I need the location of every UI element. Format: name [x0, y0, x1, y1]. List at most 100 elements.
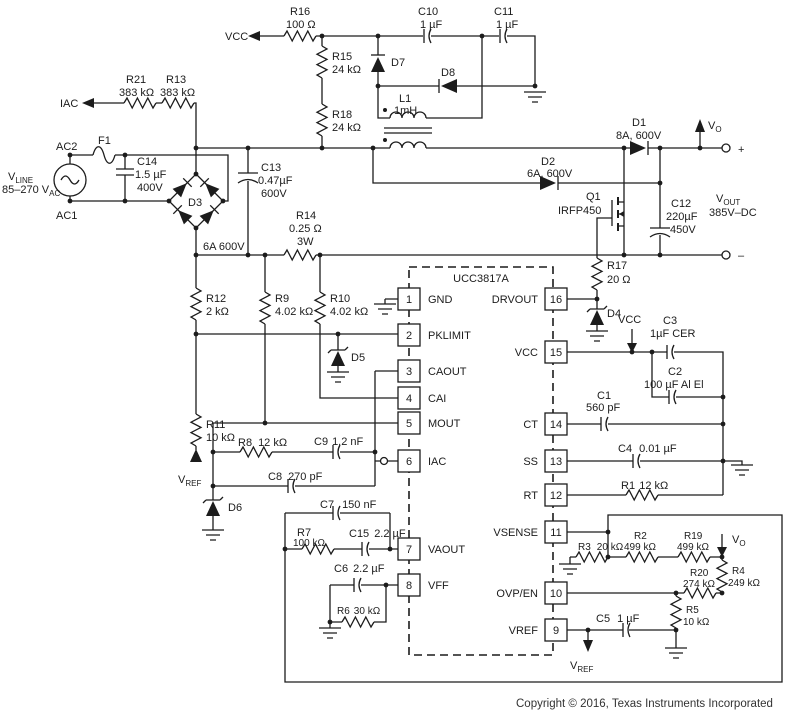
zener-D4: D4	[586, 305, 621, 325]
output-terminals: VO + – VOUT 385V–DC	[695, 119, 757, 262]
r16-ref: R16	[290, 6, 310, 18]
r11-value: 10 kΩ	[206, 432, 235, 444]
resistor-R4: R4 249 kΩ	[716, 559, 760, 593]
diode-D8: D8	[438, 67, 457, 93]
r21-ref: R21	[126, 74, 146, 86]
pin14-name: CT	[523, 419, 538, 431]
r17-ref: R17	[607, 260, 627, 272]
vcc-mid-arrow-icon	[627, 343, 637, 353]
r15-ref: R15	[332, 51, 352, 63]
d4-label: D4	[607, 308, 621, 320]
pin7-name: VAOUT	[428, 544, 465, 556]
c13-ref: C13	[261, 162, 281, 174]
port-vo-mid: VO	[717, 534, 746, 557]
pin2-num: 2	[406, 330, 412, 342]
r14-value: 0.25 Ω	[289, 223, 322, 235]
d2-rating: 6A, 600V	[527, 168, 573, 180]
c2-ref: C2	[668, 366, 682, 378]
resistor-R16: R16 100 Ω	[283, 6, 317, 42]
resistor-R14: R14 0.25 Ω 3W	[283, 210, 322, 261]
pin12-num: 12	[550, 490, 562, 502]
vref-down-arrow-icon	[583, 640, 593, 652]
resistor-R12: R12 2 kΩ	[190, 287, 229, 321]
c1-value: 560 pF	[586, 402, 621, 414]
c11-value: 1 µF	[496, 19, 519, 31]
c14-rating: 400V	[137, 182, 163, 194]
pin8-num: 8	[406, 580, 412, 592]
r10-value: 4.02 kΩ	[330, 306, 368, 318]
r5-ref: R5	[686, 605, 699, 616]
pin1-num: 1	[406, 294, 412, 306]
pin-12-rt: 12 RT	[524, 483, 568, 507]
ac-source: AC2 AC1 VLINE 85–270 VAC	[2, 141, 87, 222]
resistor-R11: R11 10 kΩ	[190, 413, 235, 447]
c1-ref: C1	[597, 390, 611, 402]
d6-label: D6	[228, 502, 242, 514]
pin5-num: 5	[406, 418, 412, 430]
pin3-name: CAOUT	[428, 366, 467, 378]
pin13-name: SS	[523, 456, 538, 468]
port-vref-left: VREF	[178, 449, 202, 488]
pin5-name: MOUT	[428, 418, 461, 430]
r20-value: 274 kΩ	[683, 579, 715, 590]
r9-value: 4.02 kΩ	[275, 306, 313, 318]
r7-ref: R7	[297, 527, 311, 539]
r13-ref: R13	[166, 74, 186, 86]
pin6-name: IAC	[428, 456, 446, 468]
resistor-R10: R10 4.02 kΩ	[314, 291, 368, 325]
zener-D5: D5	[327, 346, 365, 366]
d2-ref: D2	[541, 156, 555, 168]
pin11-num: 11	[550, 527, 561, 539]
pin10-name: OVP/EN	[496, 588, 538, 600]
d1-ref: D1	[632, 117, 646, 129]
r5-value: 10 kΩ	[683, 617, 710, 628]
resistor-R5: R5 10 kΩ	[670, 595, 710, 629]
pin15-name: VCC	[515, 347, 538, 359]
resistor-R9: R9 4.02 kΩ	[259, 291, 313, 325]
r14-ref: R14	[296, 210, 316, 222]
r7-value: 100 kΩ	[293, 538, 325, 549]
d3-rating: 6A 600V	[203, 241, 245, 253]
resistor-R2: R2 499 kΩ	[624, 531, 659, 563]
vref-left-label: VREF	[178, 474, 201, 488]
r19-value: 499 kΩ	[677, 542, 709, 553]
r18-value: 24 kΩ	[332, 122, 361, 134]
d5-label: D5	[351, 352, 365, 364]
c3-ref: C3	[663, 315, 677, 327]
q1-value: IRFP450	[558, 205, 601, 217]
vline-range-label: 85–270 VAC	[2, 184, 60, 198]
r11-ref: R11	[206, 419, 225, 431]
c12-ref: C12	[671, 198, 691, 210]
pin14-num: 14	[550, 419, 562, 431]
r12-ref: R12	[206, 293, 226, 305]
pin9-name: VREF	[509, 625, 539, 637]
pin16-num: 16	[550, 294, 562, 306]
d3-label: D3	[188, 197, 202, 209]
resistor-R21: R21 383 kΩ	[119, 74, 157, 109]
port-vref-right: VREF	[570, 640, 593, 674]
iac-arrow-icon	[82, 98, 94, 108]
vo-top-label: VO	[708, 120, 722, 134]
resistor-R18: R18 24 kΩ	[316, 103, 361, 137]
pin-5-mout: 5 MOUT	[397, 411, 461, 435]
r2-value: 499 kΩ	[624, 542, 656, 553]
capacitor-C10: C10 1 µF	[418, 6, 443, 44]
pin12-name: RT	[524, 490, 539, 502]
r9-ref: R9	[275, 293, 289, 305]
c10-value: 1 µF	[420, 19, 443, 31]
